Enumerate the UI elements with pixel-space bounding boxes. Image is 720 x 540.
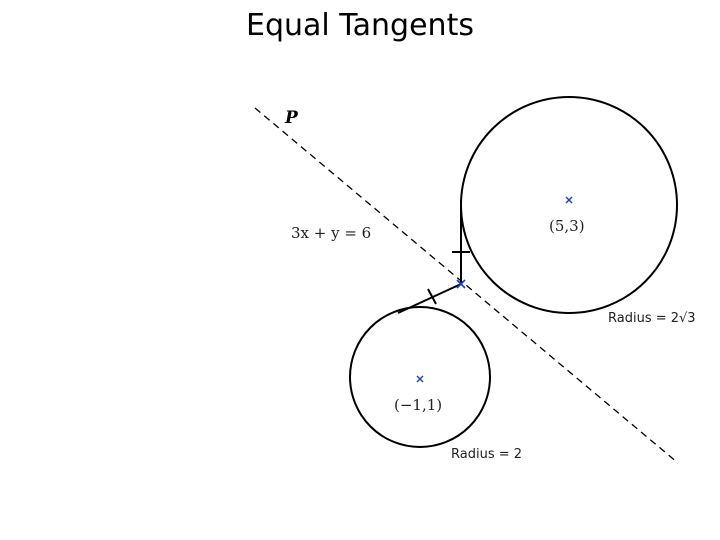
large-center-marker (565, 196, 573, 204)
small-center-label: (−1,1) (394, 396, 442, 414)
small-center-marker (416, 375, 424, 383)
large-radius-label: Radius = 2√3 (608, 311, 696, 326)
point-label: P (284, 108, 299, 128)
small-circle (349, 306, 491, 448)
tick-mark-small (427, 288, 437, 305)
line-equation-label: 3x + y = 6 (291, 224, 371, 242)
dashed-line (254, 107, 679, 464)
tangent-segment-small (397, 283, 462, 314)
large-circle (460, 96, 678, 314)
small-radius-label: Radius = 2 (451, 447, 522, 462)
tangent-point-marker (456, 279, 466, 289)
large-center-label: (5,3) (549, 217, 585, 235)
page-title: Equal Tangents (246, 8, 474, 43)
